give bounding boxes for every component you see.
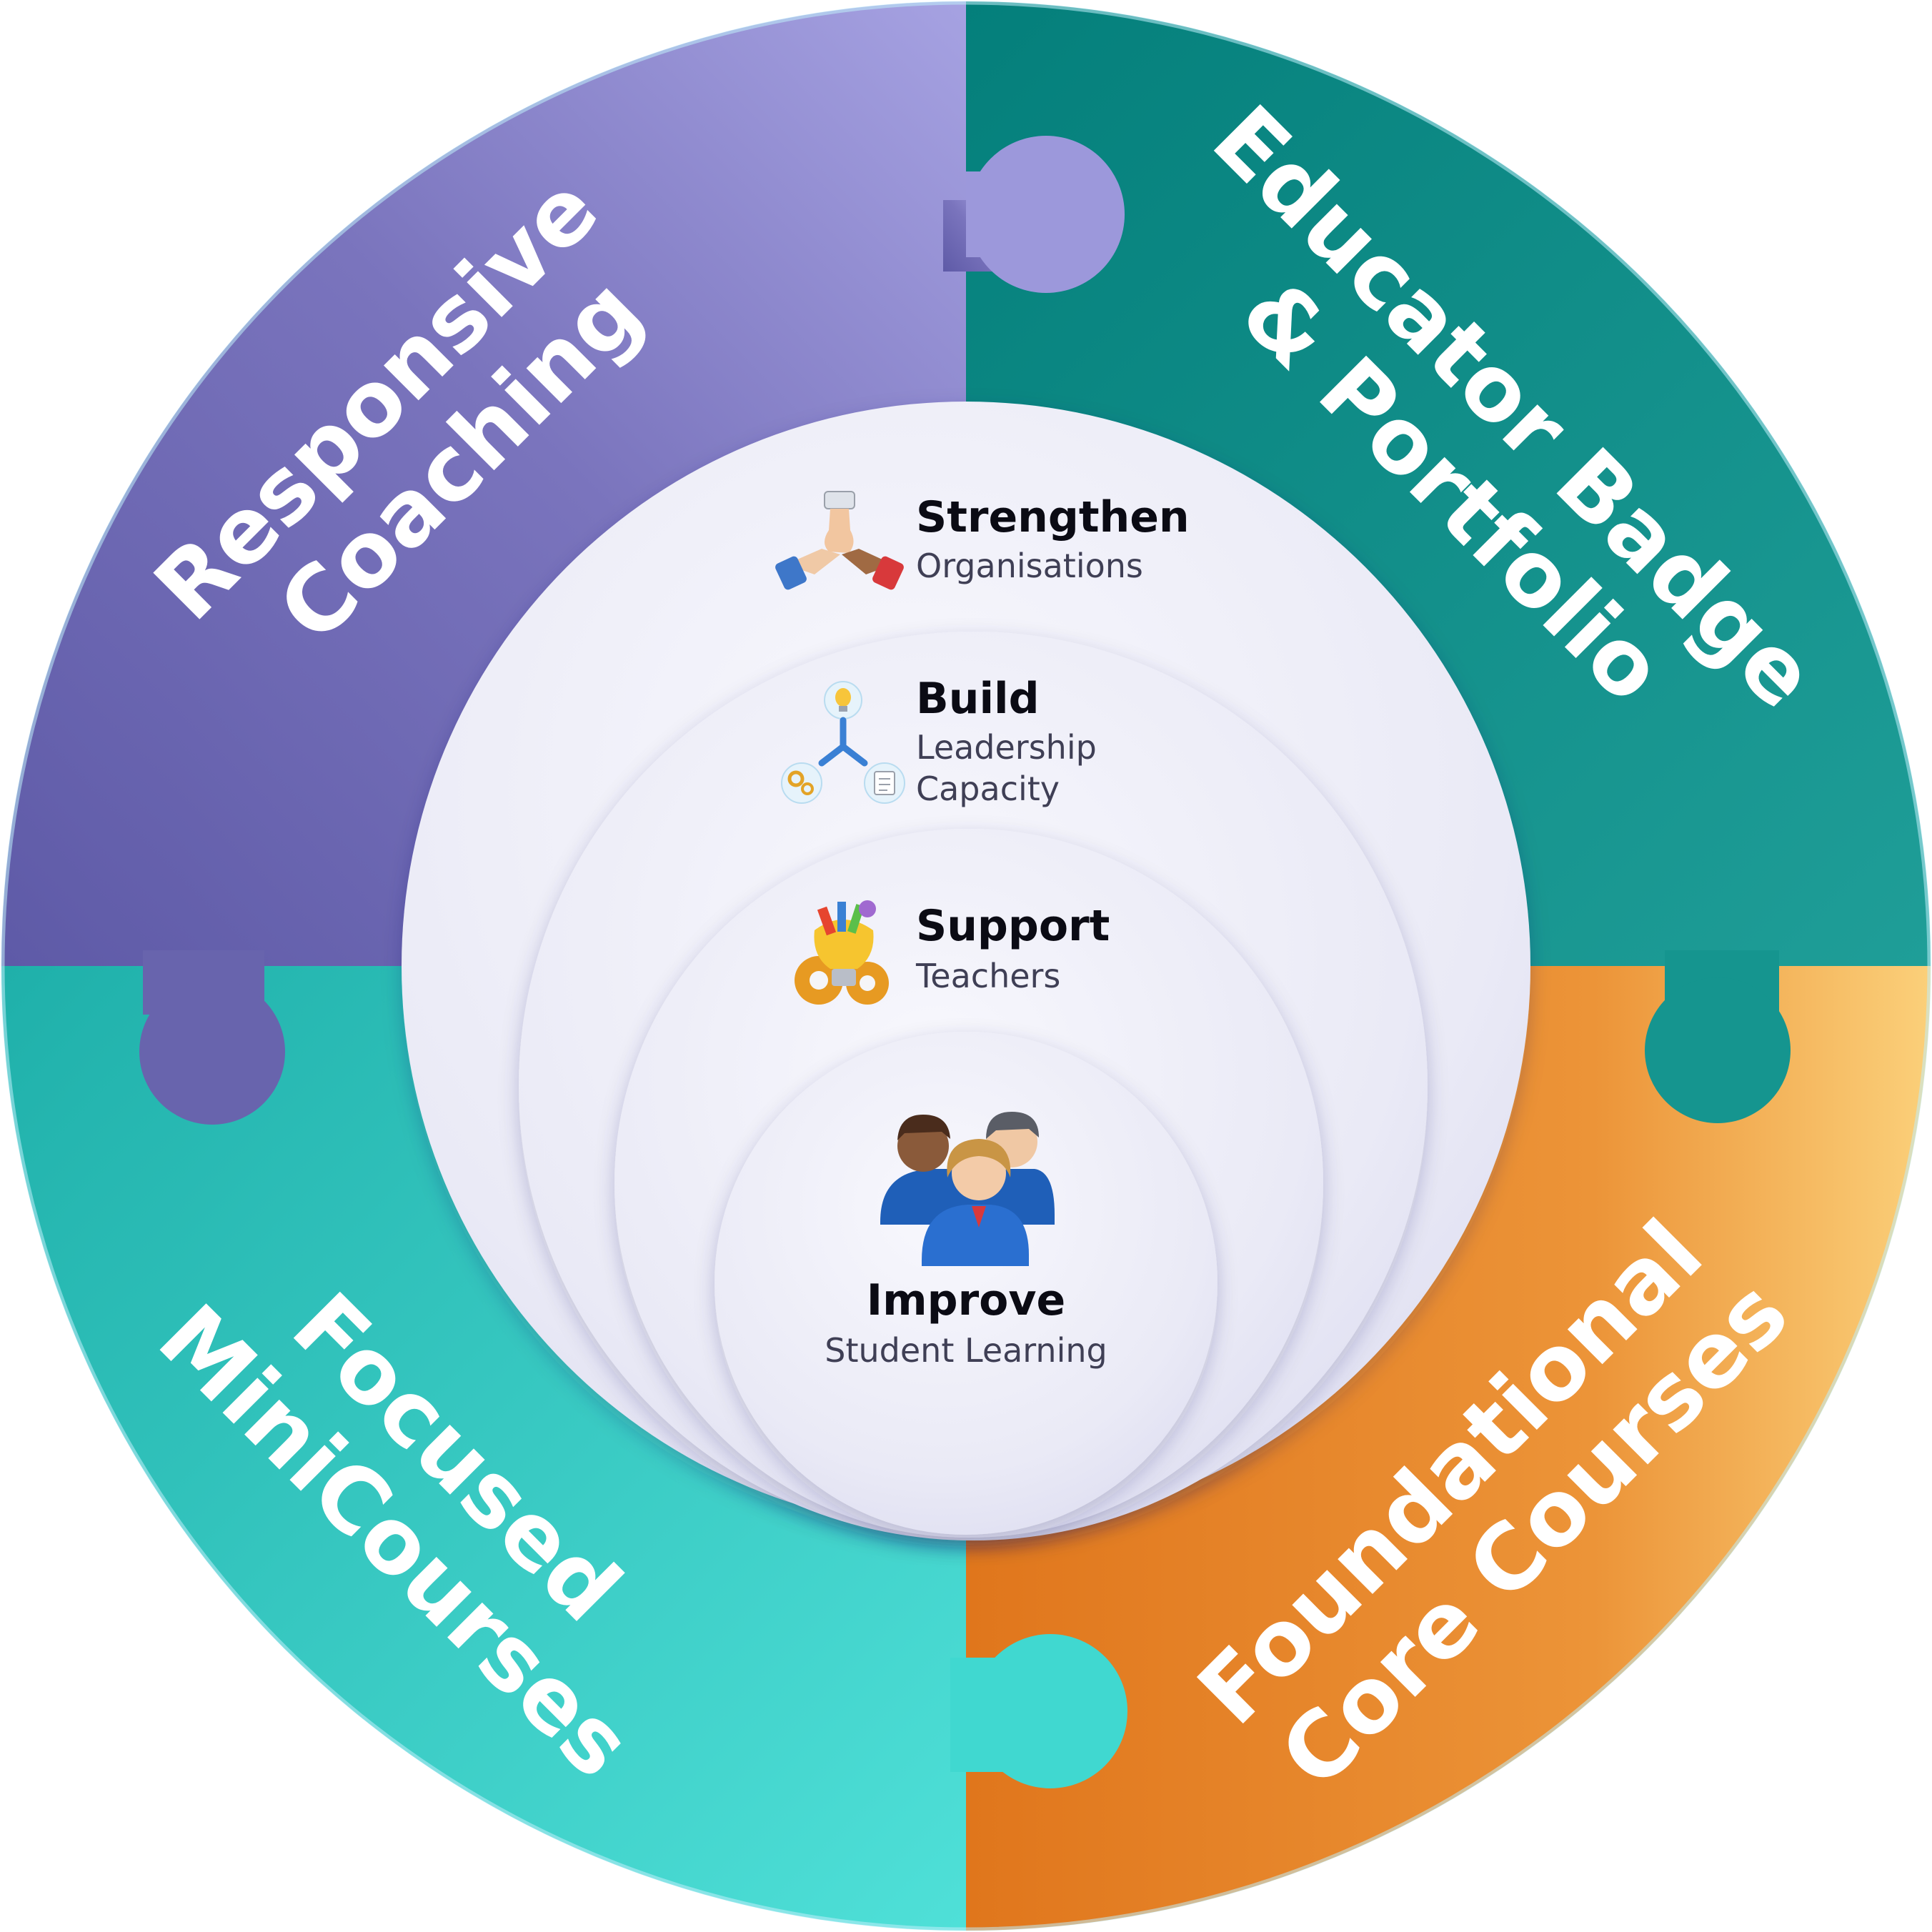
- people-group-icon: [880, 1112, 1055, 1266]
- level-title-build: Build: [916, 674, 1040, 724]
- level-subtitle-strengthen: Organisations: [916, 547, 1143, 585]
- level-title-strengthen: Strengthen: [916, 492, 1190, 542]
- level-title-improve: Improve: [867, 1275, 1065, 1325]
- level-subtitle-build-line1: Leadership: [916, 728, 1097, 767]
- puzzle-tab-right: [1645, 950, 1791, 1123]
- hands-teamwork-icon: [775, 491, 904, 590]
- puzzle-tab-bottom: [950, 1634, 1127, 1788]
- level-subtitle-build-line2: Capacity: [916, 770, 1060, 808]
- level-subtitle-improve: Student Learning: [825, 1331, 1107, 1370]
- circle-improve: [714, 1032, 1218, 1535]
- puzzle-tab-top: [943, 136, 1125, 293]
- level-title-support: Support: [916, 901, 1110, 951]
- puzzle-tab-left: [139, 950, 285, 1125]
- network-idea-icon: [781, 681, 905, 804]
- level-subtitle-support: Teachers: [915, 957, 1060, 995]
- lightbulb-gears-icon: [795, 900, 889, 1005]
